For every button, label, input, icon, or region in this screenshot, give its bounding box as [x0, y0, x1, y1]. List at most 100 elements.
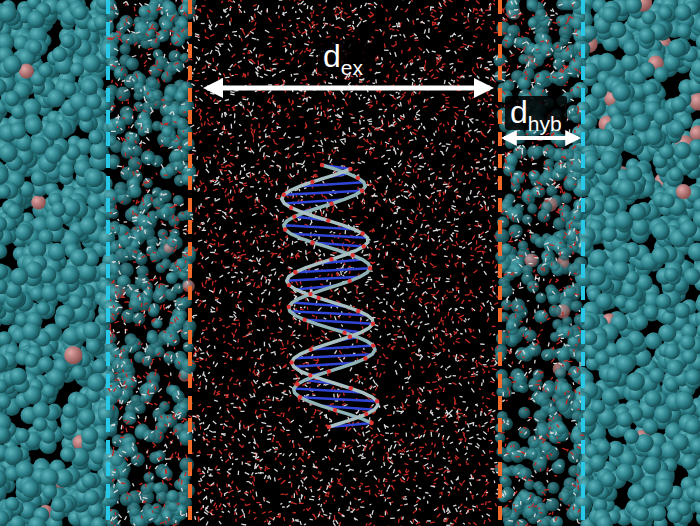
cg-sphere: [651, 247, 669, 265]
cg-sphere: [623, 41, 639, 57]
cg-sphere: [88, 130, 103, 145]
cg-sphere: [590, 455, 606, 471]
cg-sphere: [71, 365, 86, 380]
cg-sphere: [653, 67, 668, 82]
cg-sphere: [680, 220, 698, 238]
cg-sphere: [621, 54, 638, 71]
cg-sphere: [7, 204, 22, 219]
cg-sphere: [41, 429, 55, 443]
cg-sphere: [664, 343, 680, 359]
cg-sphere: [598, 53, 617, 72]
cg-sphere: [38, 229, 53, 244]
cg-sphere: [644, 390, 661, 407]
cg-sphere: [78, 409, 95, 426]
cg-sphere: [70, 63, 84, 77]
cg-sphere: [40, 468, 59, 487]
cg-sphere: [614, 211, 633, 230]
cg-sphere: [28, 40, 43, 55]
cg-sphere: [59, 163, 74, 178]
cg-sphere: [25, 117, 43, 135]
cg-sphere: [11, 104, 26, 119]
cg-sphere: [610, 114, 626, 130]
cg-sphere: [22, 323, 40, 341]
cg-sphere: [10, 123, 27, 140]
cg-sphere: [596, 440, 611, 455]
cg-sphere: [626, 165, 642, 181]
cg-sphere: [81, 427, 98, 444]
cg-sphere: [639, 28, 655, 44]
cg-sphere: [38, 356, 54, 372]
cg-sphere: [9, 367, 27, 385]
cg-sphere: [633, 114, 651, 132]
cg-sphere: [47, 89, 65, 107]
cg-sphere: [4, 445, 23, 464]
cg-sphere: [51, 202, 66, 217]
cg-sphere: [625, 299, 639, 313]
cg-sphere: [15, 428, 30, 443]
cg-sphere: [55, 314, 70, 329]
cg-sphere: [68, 295, 83, 310]
cg-sphere: [82, 54, 101, 73]
cg-sphere: [676, 501, 691, 516]
cg-sphere: [656, 293, 672, 309]
cg-sphere: [72, 5, 87, 20]
cg-sphere: [670, 121, 686, 137]
cg-sphere: [79, 217, 97, 235]
cg-sphere: [675, 4, 692, 21]
cg-sphere: [83, 322, 101, 340]
cg-sphere: [625, 138, 639, 152]
cg-sphere: [44, 122, 63, 141]
cg-sphere: [668, 39, 686, 57]
cg-sphere: [51, 498, 66, 513]
cg-sphere: [591, 400, 605, 414]
cg-sphere: [626, 372, 645, 391]
cg-sphere: [602, 6, 619, 23]
cg-sphere: [680, 335, 695, 350]
ion-sphere: [64, 346, 82, 364]
cg-sphere: [642, 10, 657, 25]
cg-sphere: [86, 339, 101, 354]
cg-sphere: [684, 268, 700, 285]
cg-sphere: [612, 83, 631, 102]
cg-sphere: [38, 63, 53, 78]
cg-sphere: [616, 463, 634, 481]
cg-sphere: [616, 338, 633, 355]
cg-sphere: [24, 354, 38, 368]
cg-sphere: [681, 454, 697, 470]
cg-sphere: [674, 302, 690, 318]
cg-sphere: [674, 142, 691, 159]
cg-sphere: [671, 96, 687, 112]
cg-sphere: [610, 22, 627, 39]
cg-sphere: [624, 429, 639, 444]
cg-sphere: [45, 146, 63, 164]
cg-sphere: [616, 355, 635, 374]
cg-sphere: [15, 224, 32, 241]
cg-sphere: [617, 179, 636, 198]
ion-sphere: [676, 184, 691, 199]
cg-sphere: [649, 368, 665, 384]
cg-sphere: [650, 505, 666, 521]
cg-sphere: [52, 47, 67, 62]
cg-sphere: [3, 55, 22, 74]
cg-sphere: [601, 472, 617, 488]
cg-sphere: [82, 473, 97, 488]
cg-sphere: [56, 282, 70, 296]
cg-sphere: [601, 151, 619, 169]
cg-sphere: [612, 261, 629, 278]
cg-sphere: [61, 419, 78, 436]
cg-sphere: [15, 461, 34, 480]
cg-sphere: [664, 268, 678, 282]
cg-sphere: [60, 447, 76, 463]
cg-sphere: [81, 78, 98, 95]
cg-sphere: [669, 167, 683, 181]
cg-sphere: [48, 243, 66, 261]
cg-sphere: [87, 373, 105, 391]
cg-sphere: [652, 222, 670, 240]
cg-sphere: [596, 293, 613, 310]
cg-sphere: [658, 6, 673, 21]
cg-sphere: [604, 198, 619, 213]
cg-sphere: [61, 265, 80, 284]
cg-sphere: [27, 10, 45, 28]
cg-sphere: [660, 194, 675, 209]
cg-sphere: [643, 456, 661, 474]
